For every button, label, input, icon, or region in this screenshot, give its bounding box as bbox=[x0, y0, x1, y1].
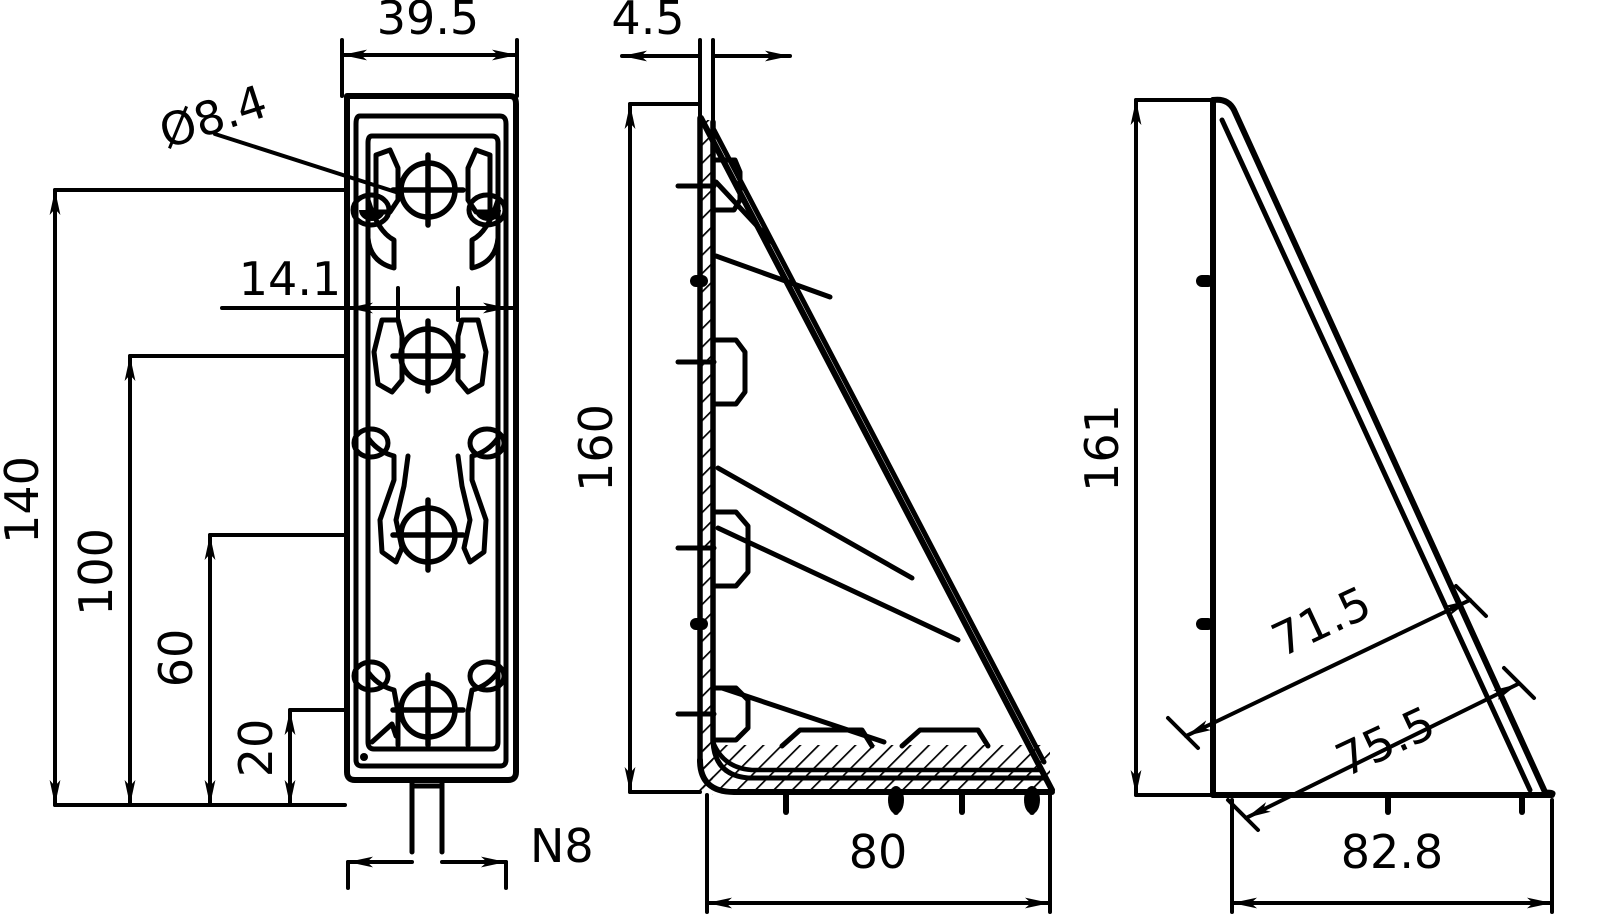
section-side-view-dimensions bbox=[620, 38, 1052, 914]
section-side-view-geometry bbox=[675, 115, 1055, 815]
dim-label-section-depth: 80 bbox=[849, 825, 908, 879]
front-view-dimensions bbox=[49, 38, 519, 890]
dim-label-width-top: 39.5 bbox=[377, 0, 479, 45]
dim-label-pitch-60: 60 bbox=[149, 629, 203, 688]
dim-label-pitch-20: 20 bbox=[229, 719, 283, 778]
dim-label-outline-height: 161 bbox=[1075, 404, 1129, 492]
dim-label-outline-depth: 82.8 bbox=[1341, 825, 1443, 879]
dim-label-wall-thickness: 4.5 bbox=[611, 0, 684, 45]
dim-label-overall-height: 140 bbox=[0, 456, 49, 544]
dim-label-pitch-100: 100 bbox=[69, 528, 123, 616]
dim-label-hole-spacing: 14.1 bbox=[239, 252, 341, 306]
dim-label-diagonal-lower: 75.5 bbox=[1327, 695, 1443, 787]
outline-side-view-dimensions bbox=[1130, 98, 1554, 914]
dim-label-surface-finish: N8 bbox=[530, 819, 594, 873]
mounting-hole-group bbox=[390, 152, 466, 748]
dim-label-section-height: 160 bbox=[569, 404, 623, 492]
front-view-geometry bbox=[344, 93, 519, 855]
